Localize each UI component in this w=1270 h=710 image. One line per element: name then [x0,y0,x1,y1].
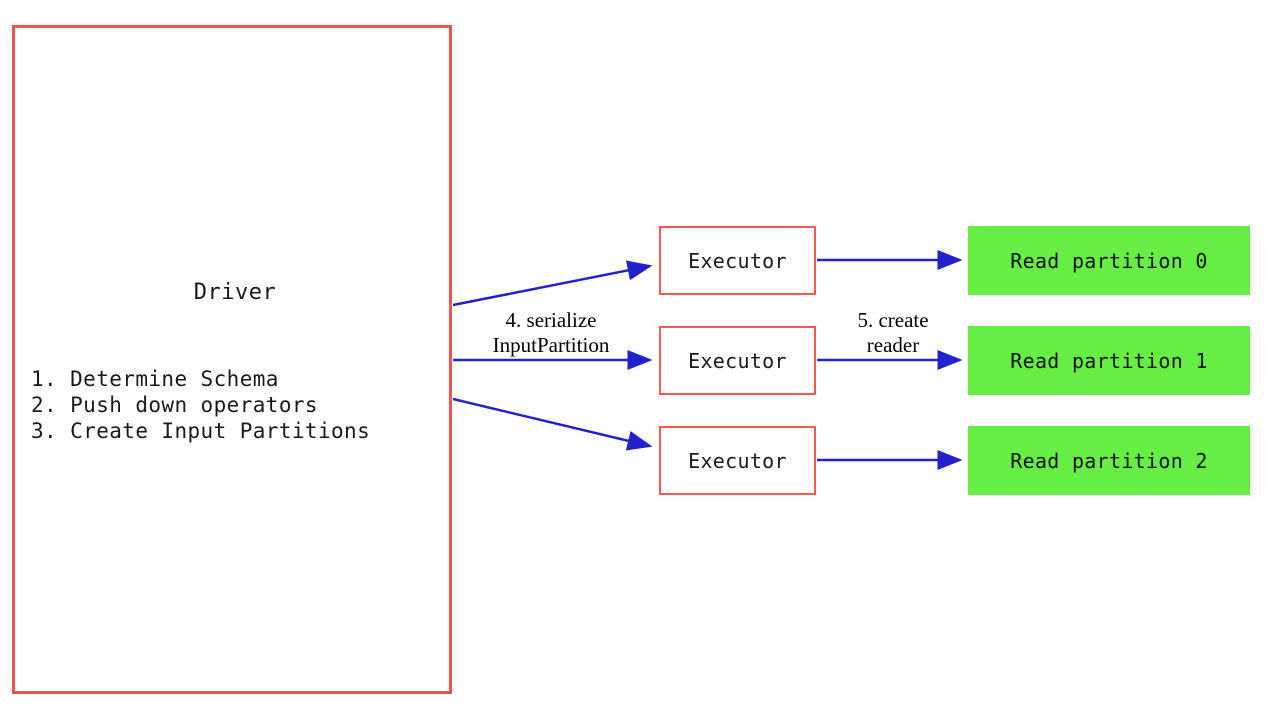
executor-box-0: Executor [659,226,816,295]
read-partition-box-1: Read partition 1 [968,326,1250,395]
edge-label-serialize-inputpartition: 4. serialize InputPartition [492,308,610,357]
arrow-driver-to-executor-0 [452,260,653,307]
arrow-driver-to-executor-2 [452,397,653,451]
executor-box-1: Executor [659,326,816,395]
executor-box-2: Executor [659,426,816,495]
driver-title: Driver [193,280,277,305]
driver-box: Driver 1. Determine Schema 2. Push down … [12,25,452,694]
read-partition-box-2: Read partition 2 [968,426,1250,495]
driver-steps-list: 1. Determine Schema 2. Push down operato… [31,367,371,443]
edge-label-create-reader: 5. create reader [857,308,929,357]
read-partition-box-0: Read partition 0 [968,226,1250,295]
